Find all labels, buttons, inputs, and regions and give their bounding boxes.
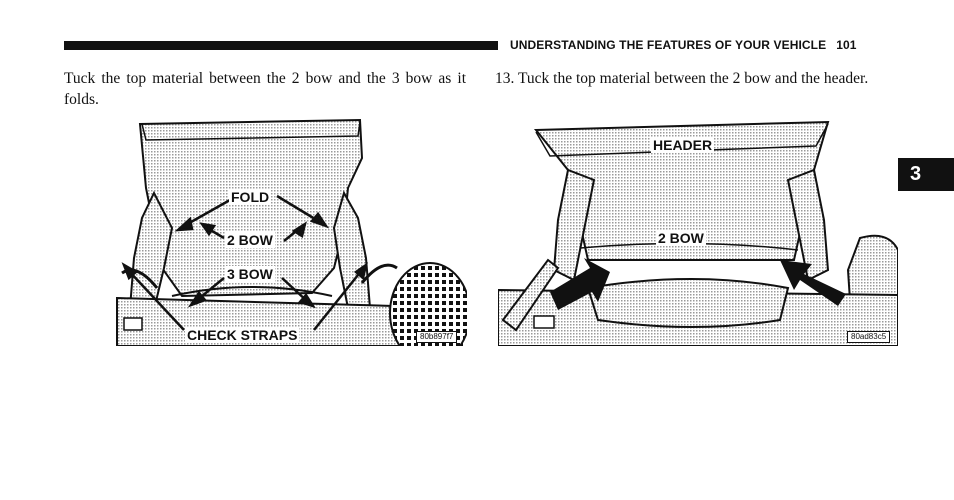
section-title: UNDERSTANDING THE FEATURES OF YOUR VEHIC… <box>510 38 827 52</box>
tuck-illustration <box>498 120 898 346</box>
figure-fold-top: FOLD 2 BOW 3 BOW CHECK STRAPS 80b897f7 <box>112 118 467 346</box>
label-fold: FOLD <box>229 189 272 205</box>
running-head: UNDERSTANDING THE FEATURES OF YOUR VEHIC… <box>510 38 857 52</box>
figure-code: 80ad83c5 <box>847 331 891 343</box>
figure-tuck-header: HEADER 2 BOW 80ad83c5 <box>498 120 898 346</box>
page-number: 101 <box>836 38 857 52</box>
chapter-tab: 3 <box>898 158 954 191</box>
label-3-bow: 3 BOW <box>225 266 275 282</box>
figure-code: 80b897f7 <box>416 331 458 343</box>
label-check-straps: CHECK STRAPS <box>185 327 300 343</box>
fold-illustration <box>116 118 467 346</box>
label-2-bow: 2 BOW <box>225 232 275 248</box>
label-2-bow: 2 BOW <box>656 230 706 246</box>
label-header: HEADER <box>651 137 715 153</box>
header-rule <box>64 41 498 50</box>
right-paragraph: 13. Tuck the top material between the 2 … <box>495 70 869 87</box>
left-paragraph: Tuck the top material between the 2 bow … <box>64 70 466 108</box>
